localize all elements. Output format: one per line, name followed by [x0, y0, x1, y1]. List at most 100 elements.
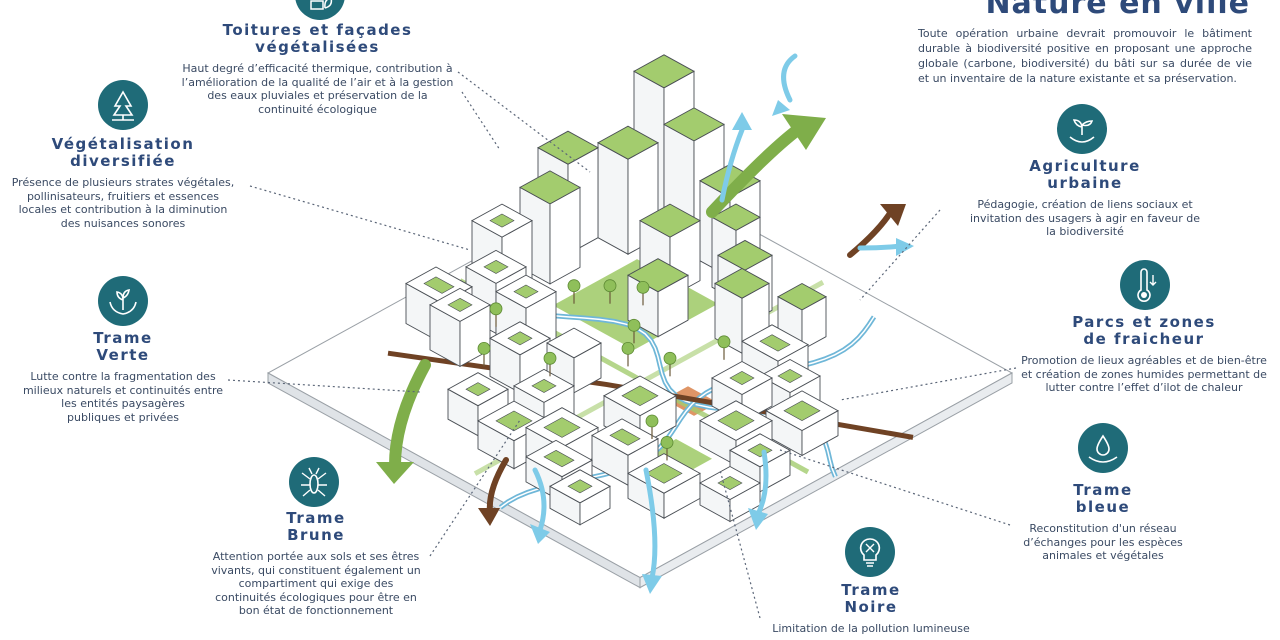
building [699, 465, 761, 523]
green-roof [639, 203, 701, 238]
courtyard [483, 259, 509, 274]
flow-arrows [376, 53, 914, 594]
courtyard [543, 417, 581, 438]
courtyard [489, 213, 515, 228]
courtyard [495, 410, 533, 432]
block-title: Trame Noire [841, 581, 901, 616]
building [549, 469, 611, 526]
blue-arrow-head [732, 112, 752, 130]
block-title: Trame Verte [93, 329, 153, 364]
courtyard [423, 276, 455, 294]
courtyard [747, 443, 773, 458]
block-trame-noire: Trame Noire Limitation de la pollution l… [760, 582, 982, 636]
buildings [405, 54, 839, 526]
leader-line [457, 71, 591, 173]
block-agriculture: Agriculture urbaine Pédagogie, création … [960, 158, 1210, 239]
building [429, 287, 491, 368]
page-intro: Toute opération urbaine devrait promouvo… [918, 27, 1252, 85]
tree-crown [603, 279, 617, 293]
green-arrow-head [782, 114, 826, 150]
green-roof [663, 107, 725, 142]
blue-arrow [643, 467, 658, 581]
block-description: Attention portée aux sols et ses êtres v… [211, 550, 421, 617]
block-title: Trame bleue [1073, 481, 1133, 516]
trees-icon [98, 80, 148, 130]
courtyard [609, 428, 641, 446]
leader-line [249, 185, 471, 251]
courtyard [621, 385, 659, 407]
block-description: Limitation de la pollution lumineuse [772, 622, 970, 635]
blue-arrow-head [748, 508, 768, 530]
thermometer-icon [1120, 260, 1170, 310]
courtyard [507, 331, 533, 346]
block-title: Trame Brune [286, 509, 346, 544]
courtyard [729, 371, 755, 385]
block-trame-bleue: Trame bleue Reconstitution d'un réseau d… [1010, 482, 1196, 563]
leader-line [461, 91, 501, 151]
blue-arrow [857, 243, 903, 251]
courtyard [465, 382, 491, 397]
tree-crown [660, 436, 674, 449]
blue-arrow-head [772, 100, 790, 116]
tree-crown [543, 351, 557, 365]
courtyard [783, 400, 821, 421]
page-title: Nature en ville [985, 0, 1250, 21]
green-roof [711, 203, 761, 231]
blue-arrow-head [642, 574, 662, 594]
green-roof [777, 282, 827, 311]
blue-arrow [532, 467, 547, 533]
courtyard [543, 449, 575, 468]
building [765, 390, 839, 457]
hands-sprout-icon [98, 276, 148, 326]
block-description: Lutte contre la fragmentation des milieu… [22, 370, 224, 424]
tree-crown [645, 414, 659, 428]
green-roof [537, 130, 599, 165]
leader-lines [227, 71, 1017, 619]
green-arrow-head [376, 462, 414, 484]
building [627, 453, 701, 519]
green-roof [714, 267, 770, 299]
tree-crown [477, 341, 491, 355]
water-drop-hand-icon [1078, 423, 1128, 473]
leader-line [227, 379, 421, 393]
light-bulb-icon [845, 527, 895, 577]
insect-icon [289, 457, 339, 507]
building [597, 125, 659, 255]
roof [546, 327, 602, 359]
blue-arrow [755, 449, 769, 517]
tree-crown [627, 318, 641, 332]
tree-crown [621, 341, 635, 355]
blue-arrow [781, 53, 798, 103]
block-trame-brune: Trame Brune Attention portée aux sols et… [205, 510, 427, 618]
building [591, 418, 659, 486]
green-roof [597, 125, 659, 160]
blue-arrow-head [896, 238, 914, 256]
blue-arrow-head [530, 524, 550, 544]
courtyard [447, 297, 473, 312]
leader-line [429, 419, 521, 557]
solar-leaf-icon [295, 0, 345, 20]
tree-crown [636, 280, 650, 294]
block-description: Reconstitution d'un réseau d’échanges po… [1023, 522, 1183, 562]
courtyard [777, 369, 803, 383]
green-arrow [389, 359, 431, 471]
courtyard [513, 284, 539, 299]
block-description: Haut degré d’efficacité thermique, contr… [181, 62, 454, 116]
brown-arrow-head [880, 204, 906, 226]
green-roof [633, 54, 695, 89]
blue-arrow [719, 127, 745, 203]
block-description: Pédagogie, création de liens sociaux et … [969, 198, 1201, 238]
block-title: Toitures et façades végétalisées [222, 21, 413, 56]
leader-line [859, 209, 941, 301]
green-roof [519, 170, 581, 205]
block-description: Présence de plusieurs strates végétales,… [11, 176, 235, 230]
block-title: Agriculture urbaine [1029, 157, 1141, 192]
block-title: Parcs et zones de fraicheur [1072, 313, 1216, 348]
block-title: Végétalisation diversifiée [51, 135, 195, 170]
tree-crown [717, 335, 731, 349]
tree-crown [663, 351, 677, 365]
courtyard [717, 410, 755, 431]
sprout-hand-icon [1057, 104, 1107, 154]
courtyard [645, 463, 683, 484]
